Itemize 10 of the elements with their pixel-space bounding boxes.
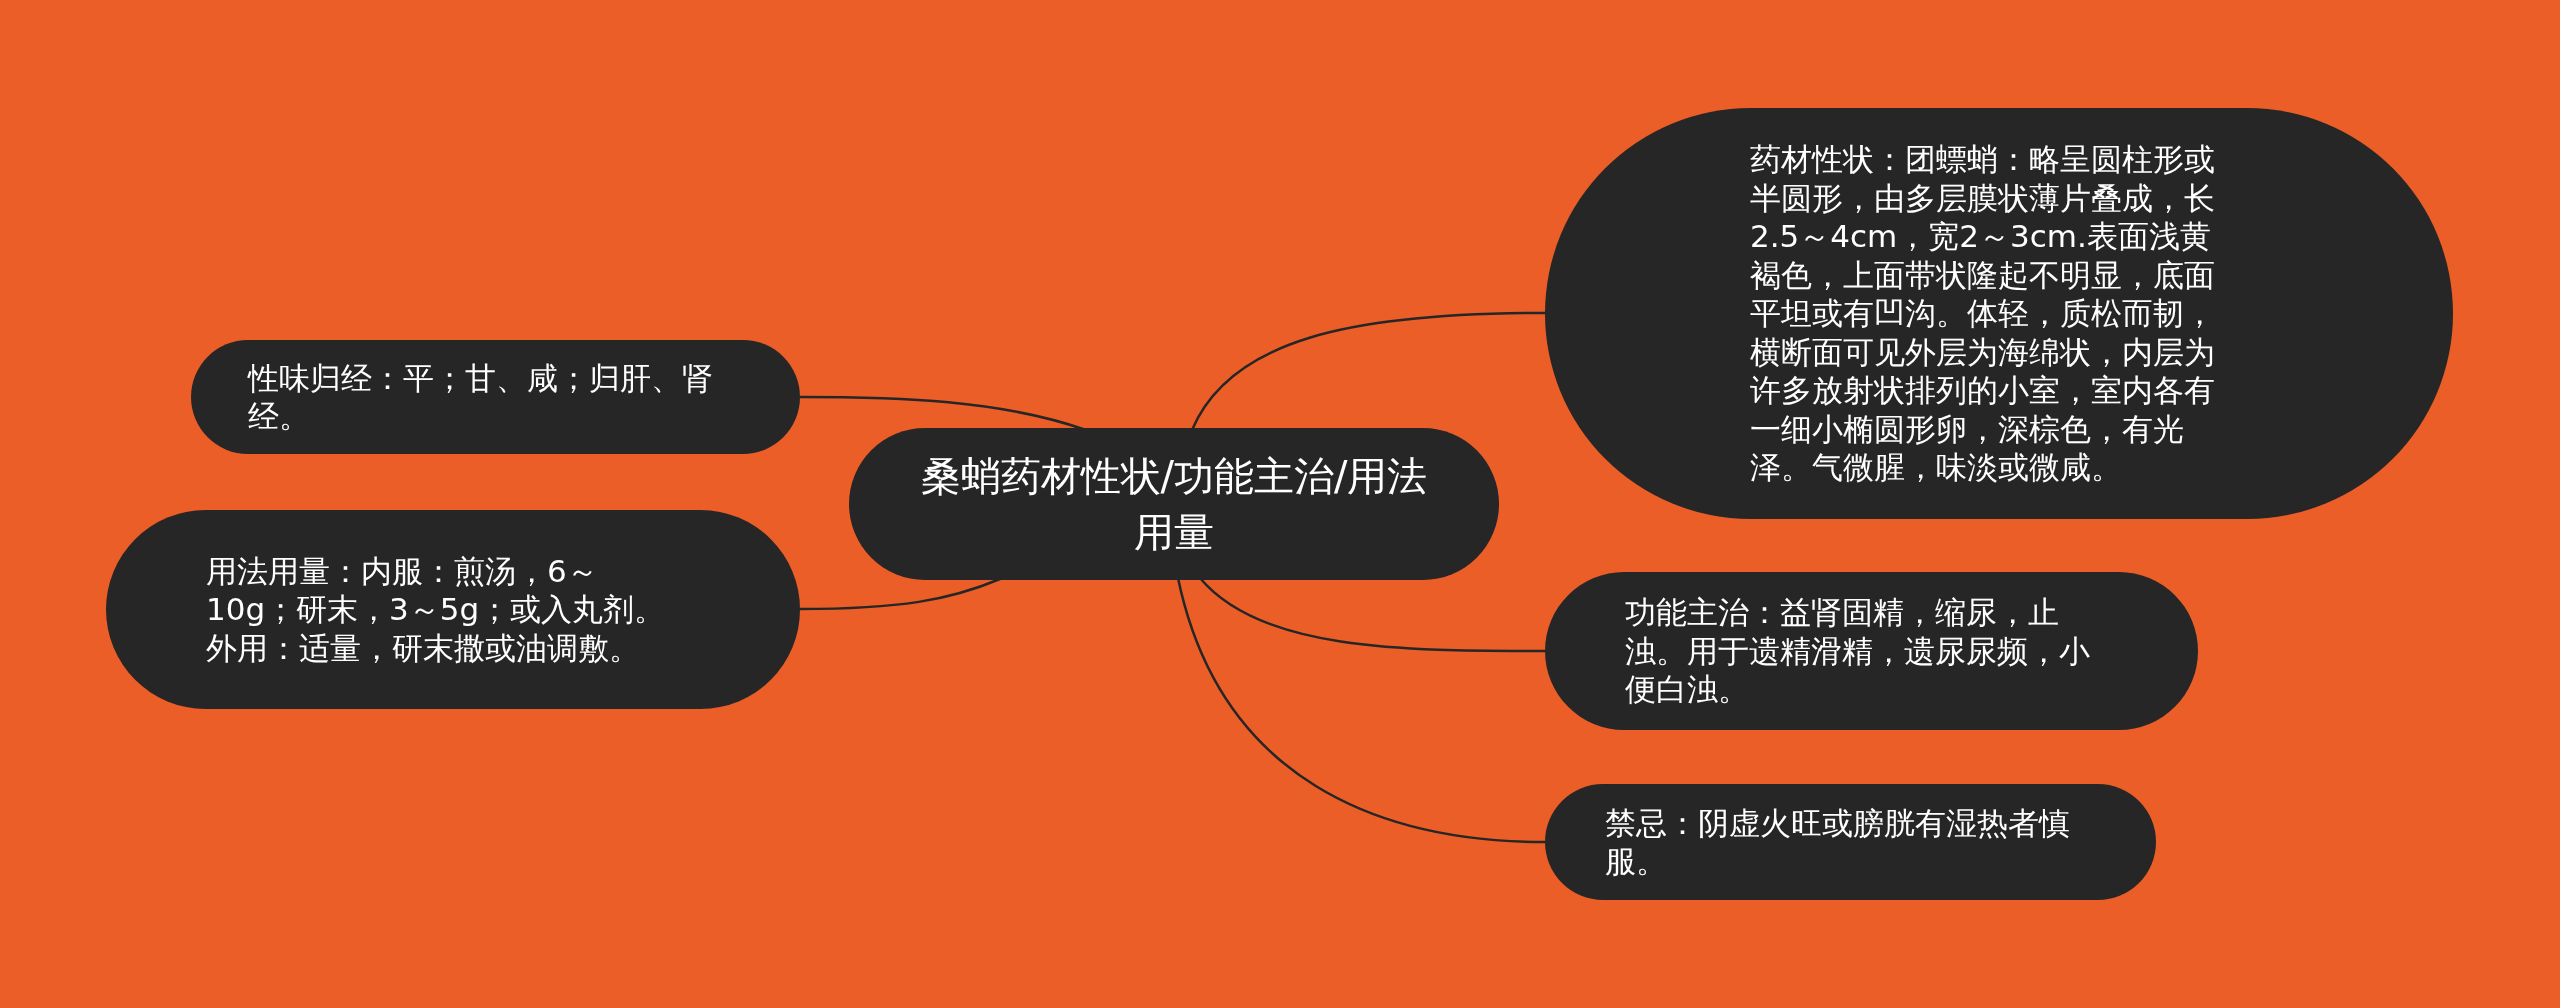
connector-line [1199, 577, 1545, 653]
connector-line [1190, 311, 1545, 431]
topic-box: 用法用量：内服：煎汤，6～10g；研末，3～5g；或入丸剂。外用：适量，研末撒或油调敷。 [106, 510, 800, 709]
central-topic-box: 桑蛸药材性状/功能主治/用法用量 [849, 428, 1499, 580]
connector-line [800, 577, 1001, 611]
topic-box: 禁忌：阴虚火旺或膀胱有湿热者慎服。 [1545, 784, 2156, 900]
connector-line [1176, 577, 1546, 844]
topic-box: 功能主治：益肾固精，缩尿，止浊。用于遗精滑精，遗尿尿频，小便白浊。 [1545, 572, 2198, 730]
topic-box: 性味归经：平；甘、咸；归肝、肾经。 [191, 340, 800, 454]
topic-box: 药材性状：团螵蛸：略呈圆柱形或半圆形，由多层膜状薄片叠成，长2.5～4cm，宽2～3cm.表面浅黄褐色，上面带状隆起不明显，底面平坦或有凹沟。体轻，质松而韧，横断面可见外层为海绵状，内层为许多放射状排列的小室，室内各有一细小椭圆形卵，深棕色，有光泽。气微腥，味淡或微咸。 [1545, 108, 2453, 519]
